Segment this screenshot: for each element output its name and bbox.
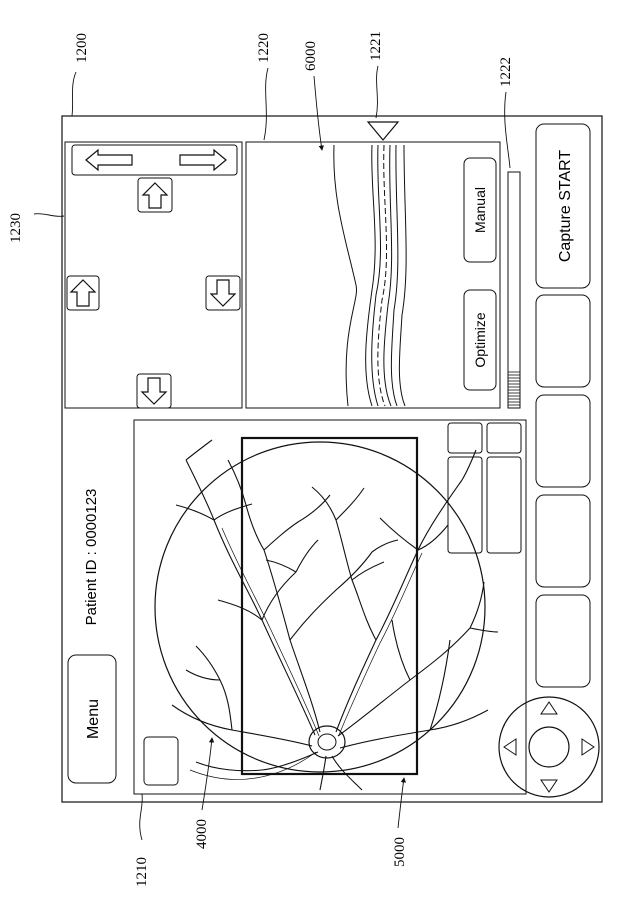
fundus-image bbox=[155, 440, 498, 790]
blank-button-3[interactable] bbox=[536, 495, 590, 587]
image-panel bbox=[134, 420, 526, 794]
thumb-box-b[interactable] bbox=[487, 423, 521, 453]
ref-1200: 1200 bbox=[74, 33, 90, 63]
control-panel bbox=[65, 142, 242, 408]
manual-button[interactable]: Manual bbox=[464, 158, 496, 262]
capture-start-button[interactable]: Capture START bbox=[536, 124, 590, 288]
dpad-right-icon[interactable] bbox=[541, 780, 557, 792]
ref-1221: 1221 bbox=[368, 31, 384, 61]
signal-strength-bar bbox=[508, 172, 520, 408]
oct-image bbox=[334, 145, 406, 406]
ref-6000: 6000 bbox=[303, 41, 319, 71]
arrow-group-box bbox=[72, 145, 237, 175]
menu-button[interactable]: Menu bbox=[68, 655, 116, 783]
ref-5000: 5000 bbox=[392, 837, 408, 867]
dpad-up-icon[interactable] bbox=[504, 739, 516, 755]
arrow-up-icon[interactable] bbox=[138, 178, 172, 212]
menu-label: Menu bbox=[85, 699, 102, 739]
ref-4000: 4000 bbox=[194, 819, 210, 849]
thumb-box-d[interactable] bbox=[487, 457, 521, 553]
ref-1230: 1230 bbox=[8, 213, 24, 243]
ref-1220: 1220 bbox=[256, 33, 272, 63]
arrow-right-side-icon[interactable] bbox=[206, 276, 240, 310]
oct-panel bbox=[246, 142, 500, 408]
reference-annotations bbox=[34, 66, 510, 840]
dpad-control[interactable] bbox=[499, 697, 599, 797]
triangle-marker-icon[interactable] bbox=[368, 122, 398, 140]
manual-label: Manual bbox=[472, 187, 488, 233]
arrow-down-icon[interactable] bbox=[137, 374, 171, 408]
blank-button-1[interactable] bbox=[536, 295, 590, 387]
blank-button-4[interactable] bbox=[536, 595, 590, 687]
ref-1210: 1210 bbox=[134, 857, 150, 887]
thumb-box-a[interactable] bbox=[448, 423, 482, 453]
patient-id-text: Patient ID : 0000123 bbox=[83, 489, 100, 626]
arrow-left-icon[interactable] bbox=[86, 150, 132, 170]
arrow-left-side-icon[interactable] bbox=[67, 276, 99, 310]
arrow-right-icon[interactable] bbox=[180, 150, 226, 170]
small-thumbnail-box[interactable] bbox=[144, 737, 178, 785]
optimize-label: Optimize bbox=[472, 312, 488, 367]
ref-1222: 1222 bbox=[498, 57, 514, 87]
blank-button-2[interactable] bbox=[536, 395, 590, 487]
optimize-button[interactable]: Optimize bbox=[464, 290, 496, 390]
thumb-box-c[interactable] bbox=[448, 457, 482, 553]
dpad-left-icon[interactable] bbox=[541, 702, 557, 714]
capture-start-label: Capture START bbox=[557, 150, 574, 263]
dpad-down-icon[interactable] bbox=[582, 739, 594, 755]
